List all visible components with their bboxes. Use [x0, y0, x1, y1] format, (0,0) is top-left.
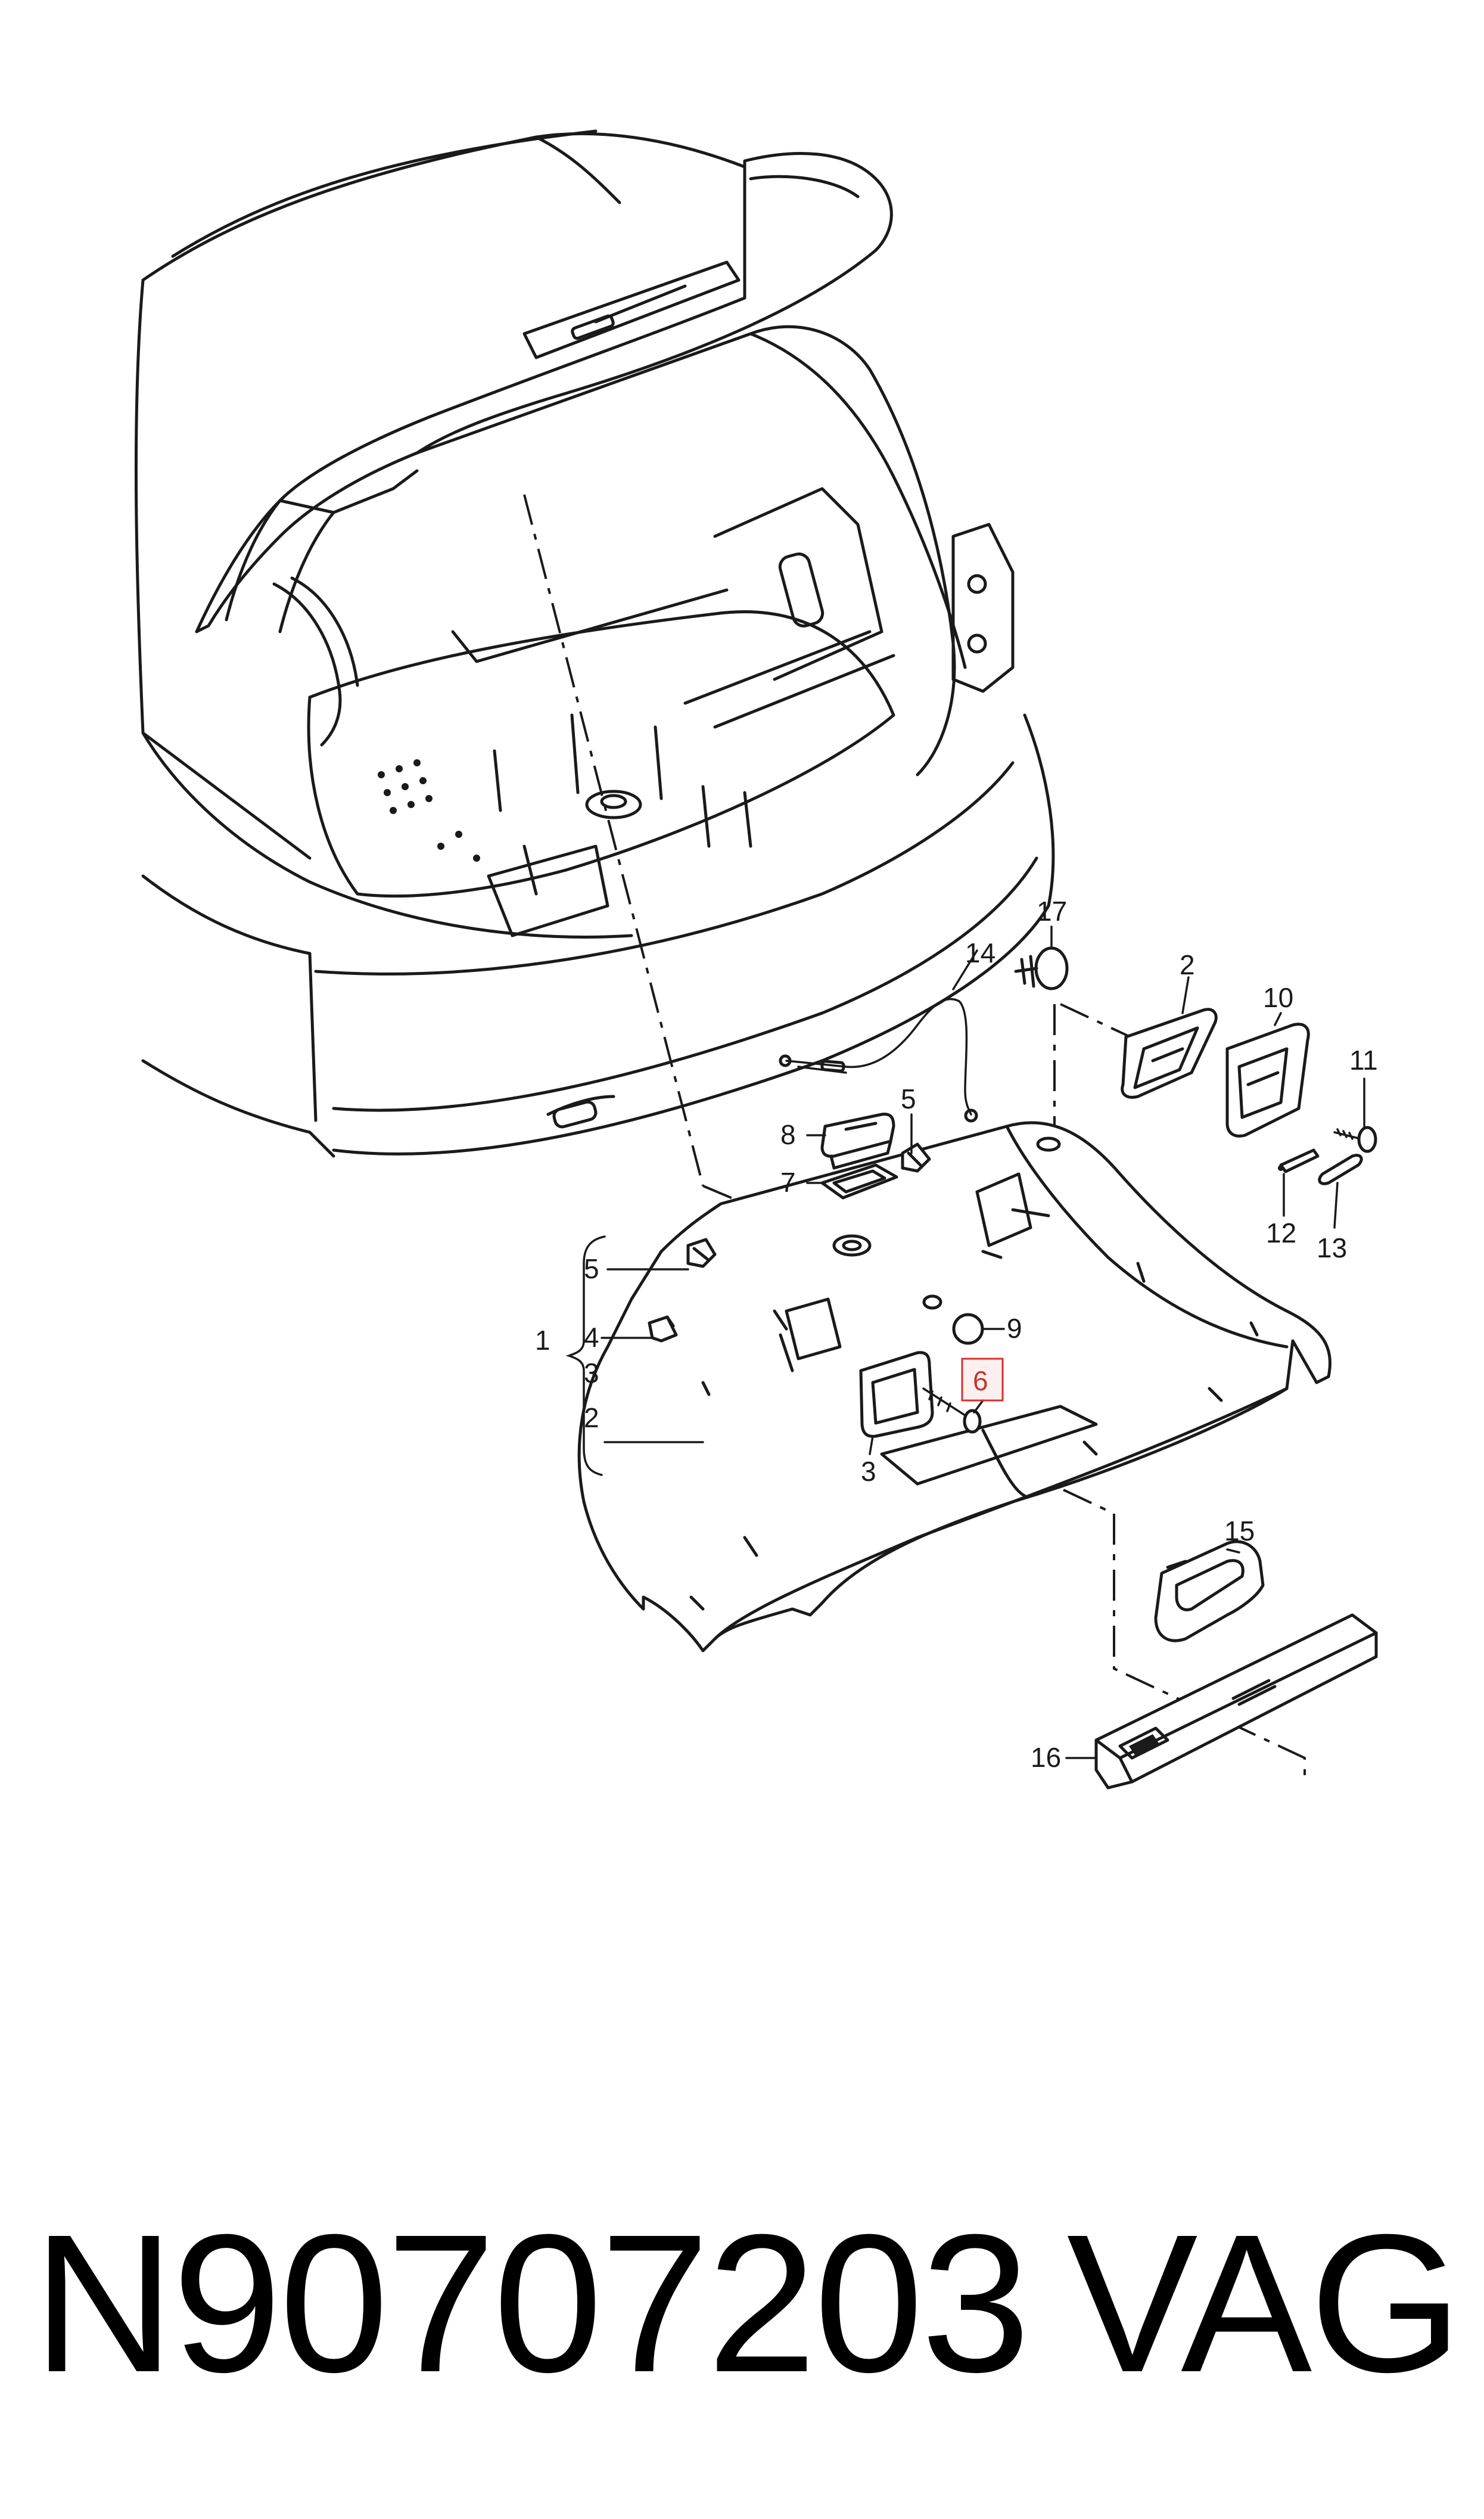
part-11-screw — [1333, 1126, 1377, 1153]
part-16-sill-plate — [1094, 1613, 1378, 1790]
trunk-trim-panel — [577, 1121, 1331, 1653]
callout-9: 9 — [1007, 1313, 1022, 1344]
callout-labels: 17 14 2 10 11 5 8 7 12 13 5 9 1 4 3 2 3 … — [535, 896, 1378, 1773]
callout-4: 4 — [584, 1322, 599, 1353]
brand-name: VAG — [1066, 2193, 1463, 2413]
part-5-clip-upper — [901, 1142, 931, 1173]
callout-6: 6 — [973, 1365, 988, 1396]
callout-14: 14 — [965, 937, 995, 968]
callout-11: 11 — [1349, 1045, 1378, 1076]
callout-6-highlight — [961, 1358, 1004, 1402]
part-number: N90707203 — [33, 2193, 1031, 2413]
part-8-switch — [820, 1113, 895, 1170]
part-7-gasket — [820, 1163, 898, 1200]
callout-17: 17 — [1037, 896, 1067, 927]
callout-8: 8 — [780, 1119, 796, 1150]
callout-5: 5 — [584, 1253, 599, 1284]
callout-12: 12 — [1266, 1217, 1296, 1248]
callout-10: 10 — [1263, 982, 1293, 1013]
callout-2: 2 — [584, 1402, 599, 1433]
callout-2: 2 — [1180, 949, 1195, 980]
part-10-cover — [1225, 1023, 1310, 1138]
callout-16: 16 — [1031, 1742, 1061, 1773]
part-5-clip-left — [686, 1238, 717, 1268]
callout-leader-lines — [565, 925, 1365, 1759]
car-body-illustration — [134, 129, 1055, 1158]
callout-3: 3 — [584, 1358, 599, 1389]
part-15-handle — [1154, 1540, 1265, 1642]
part-4-retainer — [648, 1315, 678, 1343]
part-17-bump-stop — [1014, 946, 1069, 990]
callout-15: 15 — [1224, 1515, 1255, 1546]
callout-5: 5 — [901, 1083, 916, 1114]
callout-3: 3 — [861, 1456, 876, 1487]
part-14-cable — [779, 998, 978, 1123]
part-2-lock-housing — [1121, 1008, 1218, 1099]
part-12-clip — [1278, 1148, 1320, 1173]
part-13-strip — [1318, 1154, 1363, 1185]
trunk-floor-holes — [378, 759, 480, 862]
callout-13: 13 — [1317, 1232, 1347, 1263]
callout-7: 7 — [780, 1167, 796, 1198]
part-6-screw — [922, 1387, 982, 1434]
callout-1: 1 — [535, 1325, 550, 1356]
part-3-handle — [859, 1351, 934, 1438]
